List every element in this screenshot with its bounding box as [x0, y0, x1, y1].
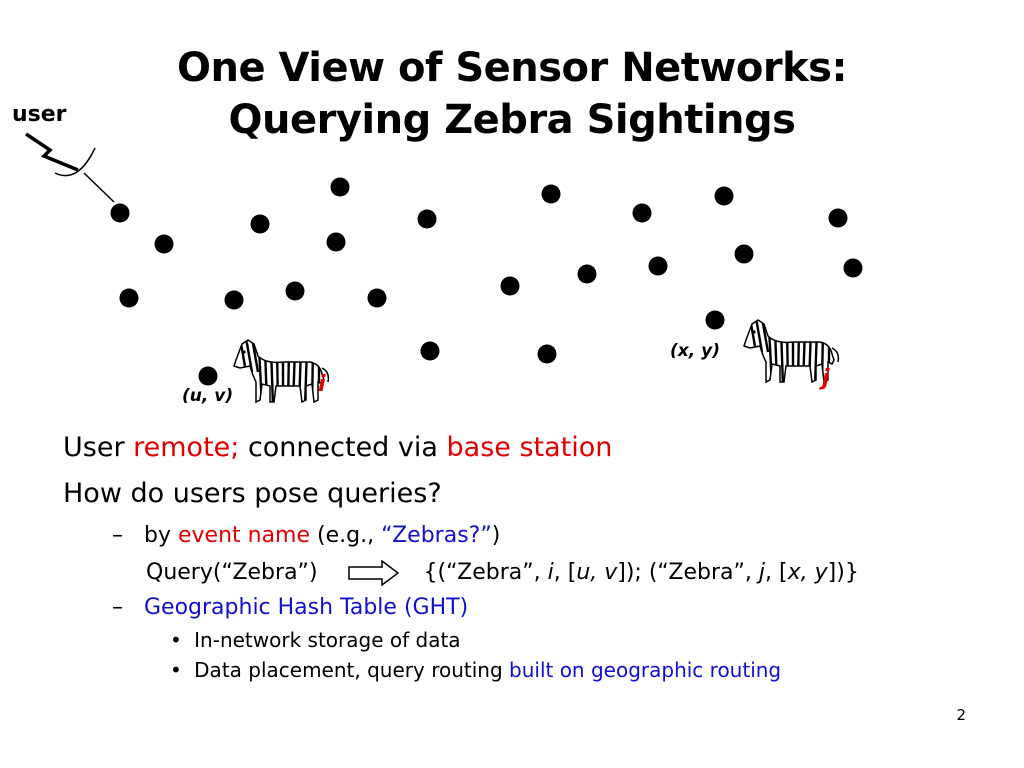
dash-marker: –: [112, 595, 123, 620]
sensor-node: [714, 186, 734, 206]
sensor-node: [537, 344, 557, 364]
zebra-j-coordinates: (x, y): [670, 341, 720, 361]
sensor-node: [285, 281, 305, 301]
sensor-node: [828, 208, 848, 228]
text: ]); (“Zebra”,: [617, 560, 759, 585]
sensor-node: [250, 214, 270, 234]
sensor-node: [224, 290, 244, 310]
text: i: [547, 560, 554, 585]
title-line-2: Querying Zebra Sightings: [228, 97, 796, 143]
sensor-node: [541, 184, 561, 204]
sensor-node: [500, 276, 520, 296]
sensor-node: [705, 310, 725, 330]
dash-marker: –: [112, 523, 123, 548]
sensor-node: [119, 288, 139, 308]
user-label: user: [12, 102, 67, 127]
zebra-j-label: j: [822, 366, 830, 391]
sensor-node: [330, 177, 350, 197]
sensor-node: [843, 258, 863, 278]
highlight-base-station: base station: [446, 432, 613, 463]
text: connected via: [239, 432, 447, 463]
sub-bullet-placement: • Data placement, query routing built on…: [170, 658, 781, 682]
sensor-node: [110, 203, 130, 223]
sensor-node: [420, 341, 440, 361]
text: ): [491, 523, 501, 548]
text: , [: [553, 560, 577, 585]
text: u, v: [576, 560, 618, 585]
sensor-node: [648, 256, 668, 276]
highlight-event-name: event name: [177, 523, 311, 548]
text: , [: [765, 560, 788, 585]
lightning-icon: [25, 132, 79, 172]
arrow-right-icon: [347, 560, 399, 586]
slide-title: One View of Sensor Networks: Querying Ze…: [0, 42, 1024, 146]
bullet-marker: •: [170, 628, 182, 652]
sensor-node: [734, 244, 754, 264]
zebra-i-coordinates: (u, v): [182, 386, 234, 406]
query-call: Query(“Zebra”): [146, 560, 318, 585]
sensor-nodes: [110, 177, 863, 386]
sensor-node: [198, 366, 218, 386]
query-example: Query(“Zebra”){(“Zebra”, i, [u, v]); (“Z…: [146, 560, 859, 586]
sensor-node: [154, 234, 174, 254]
text: ])}: [827, 560, 859, 585]
sub-bullet-storage: • In-network storage of data: [170, 628, 461, 652]
sensor-node: [632, 203, 652, 223]
dash-bullet-event-name: – by event name (e.g., “Zebras?”): [112, 523, 500, 548]
highlight-ght: Geographic Hash Table (GHT): [144, 595, 469, 620]
text: (e.g.,: [310, 523, 382, 548]
sensor-node: [577, 264, 597, 284]
dash-bullet-ght: – Geographic Hash Table (GHT): [112, 595, 468, 620]
highlight-remote: remote;: [133, 432, 240, 463]
bullet-pose-queries: How do users pose queries?: [63, 478, 442, 509]
text: User: [63, 432, 134, 463]
bullet-user-remote: User remote; connected via base station: [63, 432, 612, 463]
highlight-zebras: “Zebras?”: [381, 523, 492, 548]
text: by: [144, 523, 178, 548]
text: {(“Zebra”,: [423, 560, 548, 585]
text: Data placement, query routing: [194, 658, 510, 682]
sensor-node: [367, 288, 387, 308]
bullet-marker: •: [170, 658, 182, 682]
text: j: [758, 560, 766, 585]
query-result: {(“Zebra”, i, [u, v]); (“Zebra”, j, [x, …: [424, 560, 859, 585]
antenna-icon: [54, 147, 115, 203]
text: In-network storage of data: [194, 628, 461, 652]
page-number: 2: [956, 706, 966, 724]
sensor-node: [417, 209, 437, 229]
text: x, y: [787, 560, 828, 585]
highlight-geographic-routing: built on geographic routing: [509, 658, 782, 682]
zebra-i-label: i: [318, 372, 326, 397]
sensor-node: [326, 232, 346, 252]
title-line-1: One View of Sensor Networks:: [177, 45, 847, 91]
